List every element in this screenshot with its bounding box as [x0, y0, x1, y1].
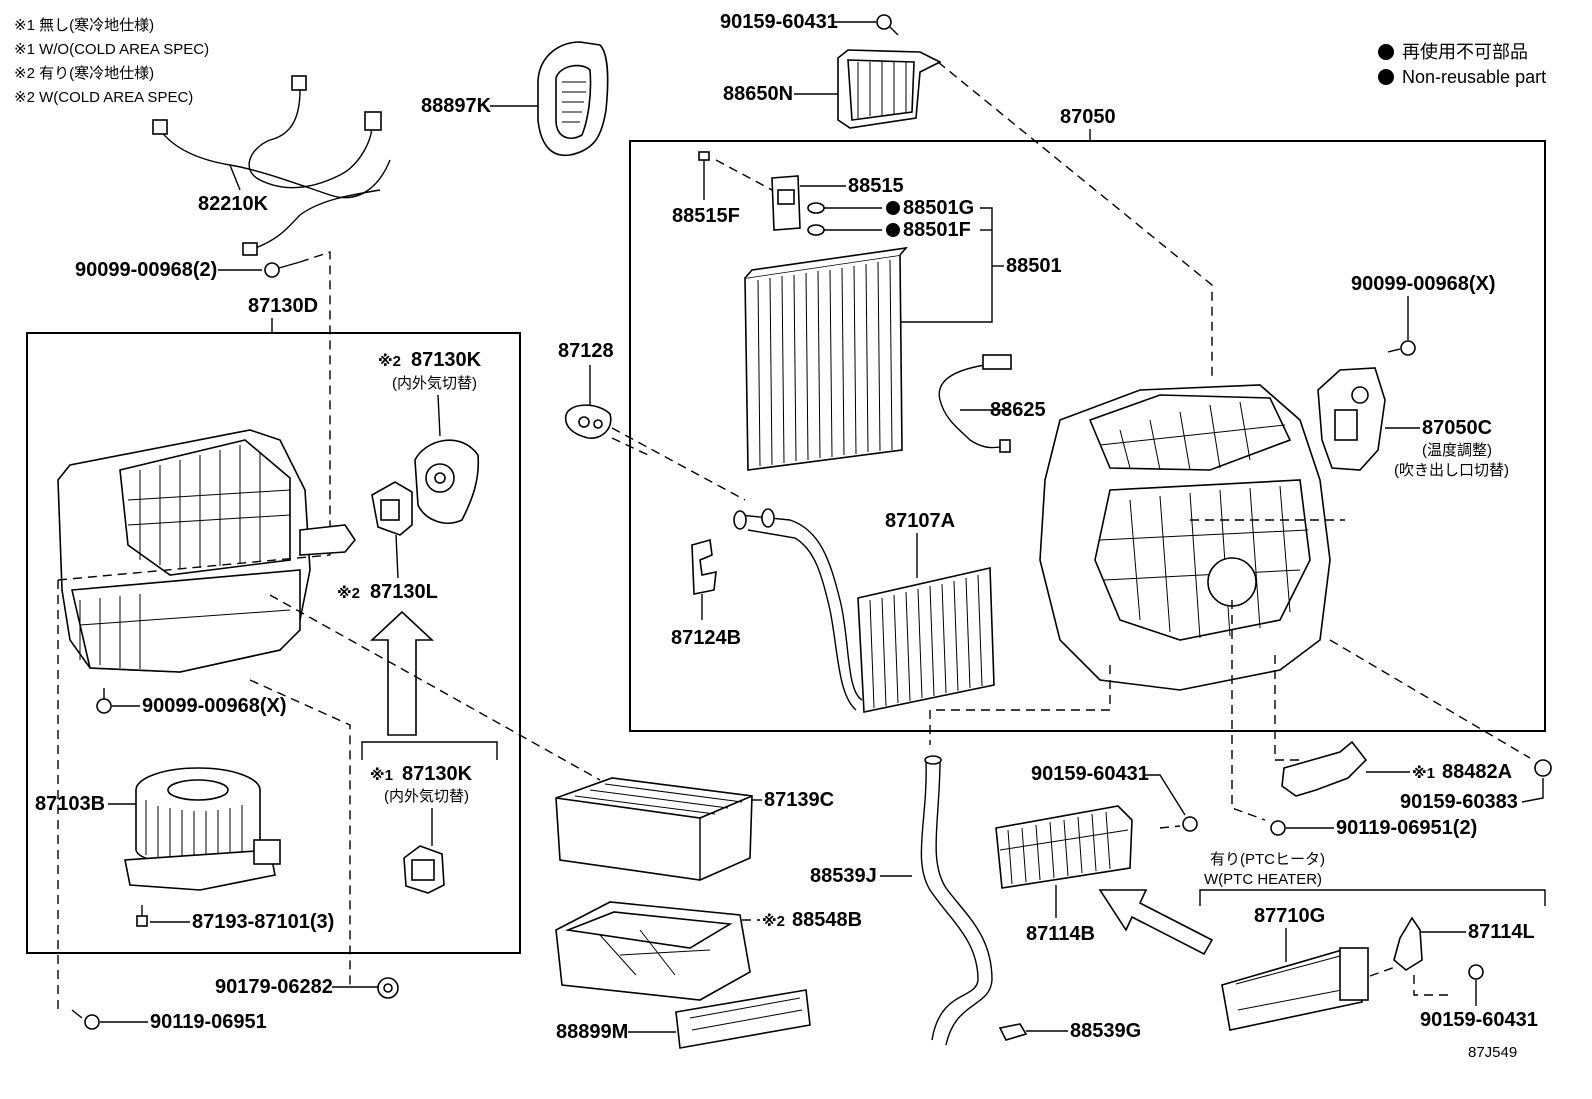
label-87139C: 87139C [764, 789, 834, 811]
label-ptc-en: W(PTC HEATER) [1204, 871, 1322, 888]
note-line-1: ※1 無し(寒冷地仕様) [14, 16, 154, 34]
label-ptc-ja: 有り(PTCヒータ) [1210, 851, 1325, 868]
label-90099-00968-2: 90099-00968(2) [75, 259, 217, 281]
cover-88899M: 88899M [556, 989, 811, 1049]
label-90099-00968-X-left: 90099-00968(X) [142, 695, 287, 717]
label-87130K-2-sub: (内外気切替) [392, 375, 477, 392]
label-88515: 88515 [848, 175, 904, 197]
note-line-4: ※2 W(COLD AREA SPEC) [14, 89, 193, 106]
servo-87050C: 87050C (温度調整) (吹き出し口切替) [1317, 367, 1509, 479]
blower-case [57, 429, 356, 673]
screw-90099-00968-X-right: 90099-00968(X) [1351, 273, 1496, 356]
expansion-valve-88515: 88515F 88515 [672, 151, 904, 231]
label-87130K-1: 87130K [402, 763, 473, 785]
ptc-heater-87114B: 90159-60431 87114B [995, 763, 1198, 945]
label-87130D: 87130D [248, 295, 318, 317]
spec-notes: ※1 無し(寒冷地仕様) ※1 W/O(COLD AREA SPEC) ※2 有… [14, 16, 209, 106]
part-88897K: 88897K [421, 41, 609, 156]
label-87050C-sub1: (温度調整) [1422, 442, 1492, 459]
diagram-code: 87J549 [1468, 1044, 1517, 1061]
clip-87124B: 87124B [671, 538, 741, 649]
label-90159-60431-mid: 90159-60431 [1031, 763, 1149, 785]
label-88899M: 88899M [556, 1021, 628, 1043]
wire-harness-82210K: 82210K [152, 75, 391, 256]
label-90119-06951: 90119-06951 [150, 1011, 267, 1033]
label-88501: 88501 [1006, 255, 1062, 277]
non-reusable-dot-icon [886, 201, 900, 215]
group-box-87050 [629, 140, 1546, 732]
damper-motor-87130K-1 [403, 845, 445, 894]
label-87050C-sub2: (吹き出し口切替) [1394, 462, 1509, 479]
legend-en: Non-reusable part [1402, 67, 1546, 87]
label-88482A: 88482A [1442, 761, 1512, 783]
grommet-88539G: 88539G [998, 1020, 1141, 1042]
label-87107A: 87107A [885, 510, 955, 532]
label-87130K-1-sub: (内外気切替) [384, 788, 469, 805]
label-90159-60431-bottom: 90159-60431 [1420, 1009, 1538, 1031]
ptc-heater-group: 有り(PTCヒータ) W(PTC HEATER) 87710G 87114L 9… [1199, 851, 1546, 1031]
label-88515F: 88515F [672, 205, 740, 227]
note-marker-2c: ※2 [762, 912, 785, 930]
label-82210K: 82210K [198, 193, 269, 215]
non-reusable-dot-icon [886, 223, 900, 237]
label-88501F: 88501F [903, 219, 971, 241]
label-88548B: 88548B [792, 909, 862, 931]
label-87114L: 87114L [1468, 921, 1535, 943]
damper-motor-87130K-2 [371, 439, 480, 536]
heater-unit-case [929, 384, 1531, 821]
legend: 再使用不可部品 Non-reusable part [1378, 42, 1546, 87]
label-90159-60431-top: 90159-60431 [720, 11, 838, 33]
label-87114B: 87114B [1026, 923, 1095, 945]
non-reusable-dot-icon [1378, 44, 1394, 60]
legend-ja: 再使用不可部品 [1402, 42, 1528, 62]
label-87050C: 87050C [1422, 417, 1492, 439]
label-87130L: 87130L [370, 581, 438, 603]
label-87128: 87128 [558, 340, 614, 362]
ecu-88650N: 90159-60431 88650N [720, 11, 1213, 380]
note-marker-2: ※2 [378, 352, 401, 370]
label-87103B: 87103B [35, 793, 105, 815]
label-90179-06282: 90179-06282 [215, 976, 333, 998]
label-90099-00968-X-right: 90099-00968(X) [1351, 273, 1496, 295]
label-90159-60383: 90159-60383 [1400, 791, 1518, 813]
bolt-90119-06951-2: 90119-06951(2) [1270, 817, 1477, 839]
note-marker-1b: ※1 [1412, 764, 1435, 782]
nut-90179-06282: 90179-06282 [215, 976, 399, 999]
label-87710G: 87710G [1254, 905, 1325, 927]
label-87130K-2: 87130K [411, 349, 482, 371]
label-88650N: 88650N [723, 83, 793, 105]
evaporator-88501 [744, 246, 908, 471]
blower-motor-87103B [124, 767, 281, 891]
drain-hose-88539J: 88539J [810, 755, 993, 1046]
label-90119-06951-2: 90119-06951(2) [1336, 817, 1477, 839]
label-88625: 88625 [990, 399, 1046, 421]
o-rings-88501: 88501G 88501F 88501 [807, 197, 1062, 323]
label-87193-87101-3: 87193-87101(3) [192, 911, 334, 933]
sensor-88625: 88625 [938, 354, 1046, 453]
blower-assembly-87130D: 87130D ※2 87130K (内外気 [26, 295, 521, 1010]
cabin-filter-87139C: 87139C [555, 777, 834, 881]
grommet-87128: 87128 [558, 340, 746, 501]
arrow-diagonal-icon [1098, 889, 1214, 956]
label-88897K: 88897K [421, 95, 492, 117]
note-marker-1: ※1 [370, 766, 393, 784]
bolt-90119-06951: 90119-06951 [71, 1009, 267, 1033]
label-88501G: 88501G [903, 197, 974, 219]
non-reusable-dot-icon [1378, 69, 1394, 85]
label-88539J: 88539J [810, 865, 877, 887]
note-line-2: ※1 W/O(COLD AREA SPEC) [14, 41, 209, 58]
group-box-87130D [26, 332, 521, 954]
label-87124B: 87124B [671, 627, 741, 649]
label-87050: 87050 [1060, 106, 1116, 128]
note-marker-2b: ※2 [337, 584, 360, 602]
screw-90099-00968-2: 90099-00968(2) [75, 251, 331, 555]
filter-case-88548B: ※2 88548B [555, 901, 862, 1001]
heater-core-87107A: 87107A [733, 508, 995, 713]
bracket-88482A: ※1 88482A 90159-60383 [1281, 740, 1552, 813]
arrow-up-icon [369, 610, 435, 736]
label-88539G: 88539G [1070, 1020, 1141, 1042]
note-line-3: ※2 有り(寒冷地仕様) [14, 64, 154, 82]
